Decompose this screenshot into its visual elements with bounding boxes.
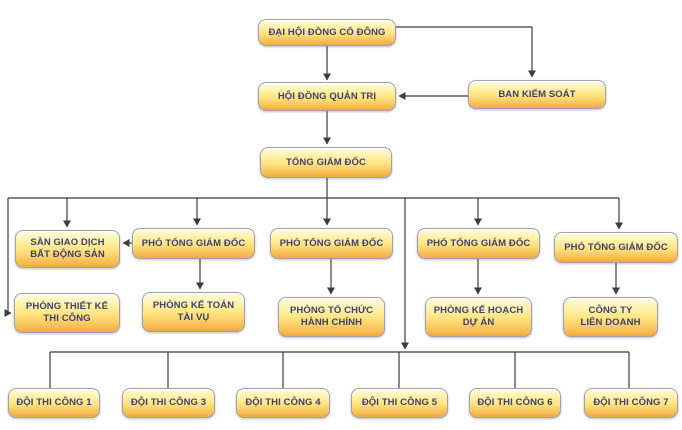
org-node-construction-team-7: ĐỘI THI CÔNG 7 (584, 388, 678, 418)
org-node-label: CÔNG TY LIÊN DOANH (580, 305, 641, 328)
edge-shareholders-supervisory (394, 26, 536, 78)
org-node-label: BAN KIỂM SOÁT (498, 88, 576, 100)
edge-bus-design-dept (4, 198, 12, 317)
org-node-joint-venture-company: CÔNG TY LIÊN DOANH (563, 297, 658, 337)
org-node-deputy-director-2: PHÓ TỔNG GIÁM ĐỐC (270, 228, 393, 259)
org-node-construction-team-6: ĐỘI THI CÔNG 6 (469, 388, 561, 418)
org-node-label: ĐỘI THI CÔNG 6 (477, 397, 553, 409)
org-node-accounting-finance-dept: PHÒNG KẾ TOÁN TÀI VỤ (142, 292, 245, 332)
org-node-label: PHÒNG KẾ TOÁN TÀI VỤ (152, 300, 235, 323)
org-node-label: SÀN GIAO DỊCH BẤT ĐỘNG SẢN (30, 237, 105, 260)
org-node-label: TỔNG GIÁM ĐỐC (286, 156, 366, 168)
org-node-label: HỘI ĐỒNG QUẢN TRỊ (277, 90, 377, 102)
org-node-label: PHÓ TỔNG GIÁM ĐỐC (426, 237, 531, 249)
org-node-label: ĐỘI THI CÔNG 4 (245, 397, 321, 409)
org-node-label: ĐẠI HỘI ĐỒNG CỔ ĐÔNG (268, 26, 386, 38)
org-node-planning-project-dept: PHÒNG KẾ HOẠCH DỰ ÁN (425, 297, 532, 337)
org-node-label: PHÒNG TỔ CHỨC HÀNH CHÍNH (289, 305, 374, 328)
org-node-deputy-director-4: PHÓ TỔNG GIÁM ĐỐC (554, 232, 678, 263)
org-node-construction-team-1: ĐỘI THI CÔNG 1 (8, 388, 100, 418)
org-node-label: PHÓ TỔNG GIÁM ĐỐC (141, 237, 246, 249)
org-node-label: PHÒNG KẾ HOẠCH DỰ ÁN (433, 305, 524, 328)
org-node-label: ĐỘI THI CÔNG 1 (16, 397, 92, 409)
org-node-label: PHÓ TỔNG GIÁM ĐỐC (564, 241, 668, 253)
org-node-label: PHÓ TỔNG GIÁM ĐỐC (279, 237, 384, 249)
org-node-label: ĐỘI THI CÔNG 7 (593, 397, 669, 409)
org-node-label: ĐỘI THI CÔNG 3 (130, 397, 207, 409)
org-node-hr-admin-dept: PHÒNG TỔ CHỨC HÀNH CHÍNH (278, 297, 385, 337)
org-node-construction-team-5: ĐỘI THI CÔNG 5 (351, 388, 448, 418)
org-node-label: PHÒNG THIẾT KẾ THI CÔNG (25, 301, 109, 324)
org-node-shareholders: ĐẠI HỘI ĐỒNG CỔ ĐÔNG (258, 19, 396, 46)
org-node-deputy-director-1: PHÓ TỔNG GIÁM ĐỐC (132, 228, 255, 259)
org-node-real-estate-exchange: SÀN GIAO DỊCH BẤT ĐỘNG SẢN (15, 230, 120, 268)
org-node-deputy-director-3: PHÓ TỔNG GIÁM ĐỐC (417, 228, 540, 259)
org-node-general-director: TỔNG GIÁM ĐỐC (260, 147, 392, 178)
org-node-construction-team-4: ĐỘI THI CÔNG 4 (236, 388, 330, 418)
org-node-construction-team-3: ĐỘI THI CÔNG 3 (122, 388, 215, 418)
org-node-supervisory-board: BAN KIỂM SOÁT (468, 80, 606, 109)
org-node-design-construction-dept: PHÒNG THIẾT KẾ THI CÔNG (14, 293, 120, 333)
org-node-board: HỘI ĐỒNG QUẢN TRỊ (258, 82, 396, 111)
org-node-label: ĐỘI THI CÔNG 5 (361, 397, 438, 409)
